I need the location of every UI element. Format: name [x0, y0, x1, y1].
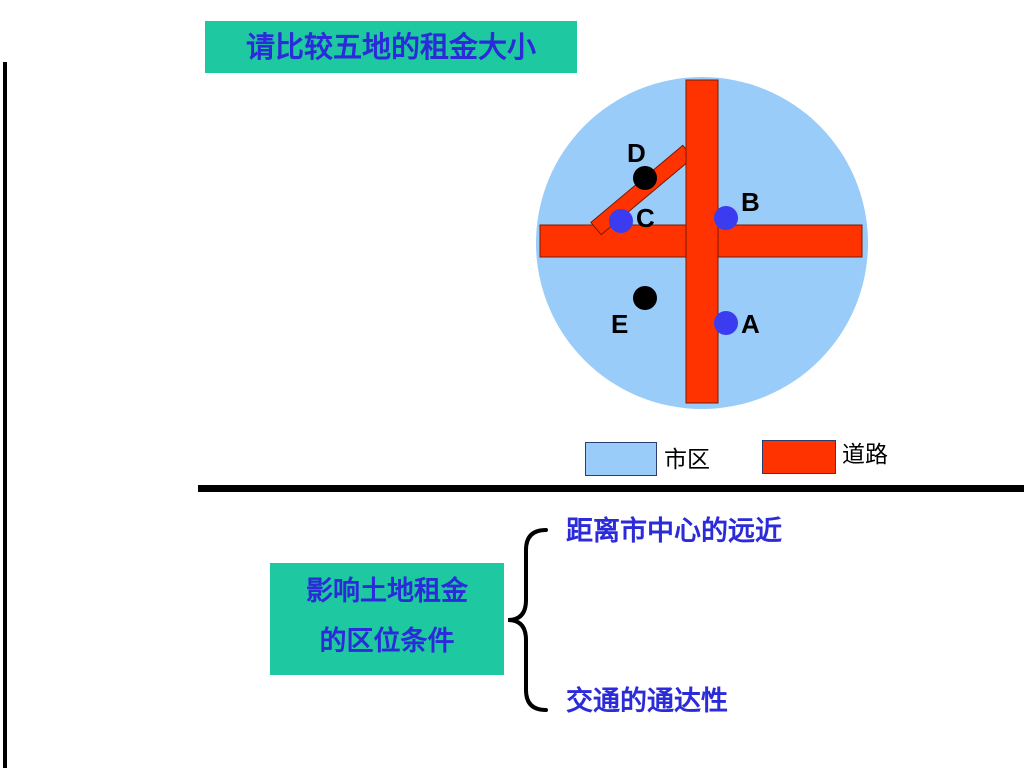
- point-b-label: B: [741, 187, 760, 217]
- legend-urban-swatch: [585, 442, 657, 476]
- factor-item-accessibility: 交通的通达性: [566, 686, 728, 717]
- point-d-marker: [633, 166, 657, 190]
- curly-brace: [507, 528, 548, 712]
- point-e-label: E: [611, 309, 628, 339]
- point-d-label: D: [627, 138, 646, 168]
- left-vertical-rule: [3, 62, 7, 768]
- legend-urban-label: 市区: [664, 447, 710, 473]
- point-e-marker: [633, 286, 657, 310]
- section-divider: [198, 485, 1024, 492]
- point-a-marker: [714, 311, 738, 335]
- road-vertical: [685, 79, 719, 404]
- factor-item-distance: 距离市中心的远近: [566, 516, 782, 547]
- point-a-label: A: [741, 309, 760, 339]
- point-b-marker: [714, 206, 738, 230]
- city-map-diagram: D C B E A: [536, 77, 868, 409]
- question-title: 请比较五地的租金大小: [205, 21, 577, 73]
- factors-box-line2: 的区位条件: [319, 626, 455, 657]
- factors-box-line1: 影响土地租金: [306, 576, 468, 607]
- point-c-label: C: [636, 203, 655, 233]
- legend-road-swatch: [762, 440, 836, 474]
- point-c-marker: [609, 209, 633, 233]
- legend-road-label: 道路: [842, 442, 888, 468]
- factors-box: 影响土地租金 的区位条件: [270, 563, 504, 675]
